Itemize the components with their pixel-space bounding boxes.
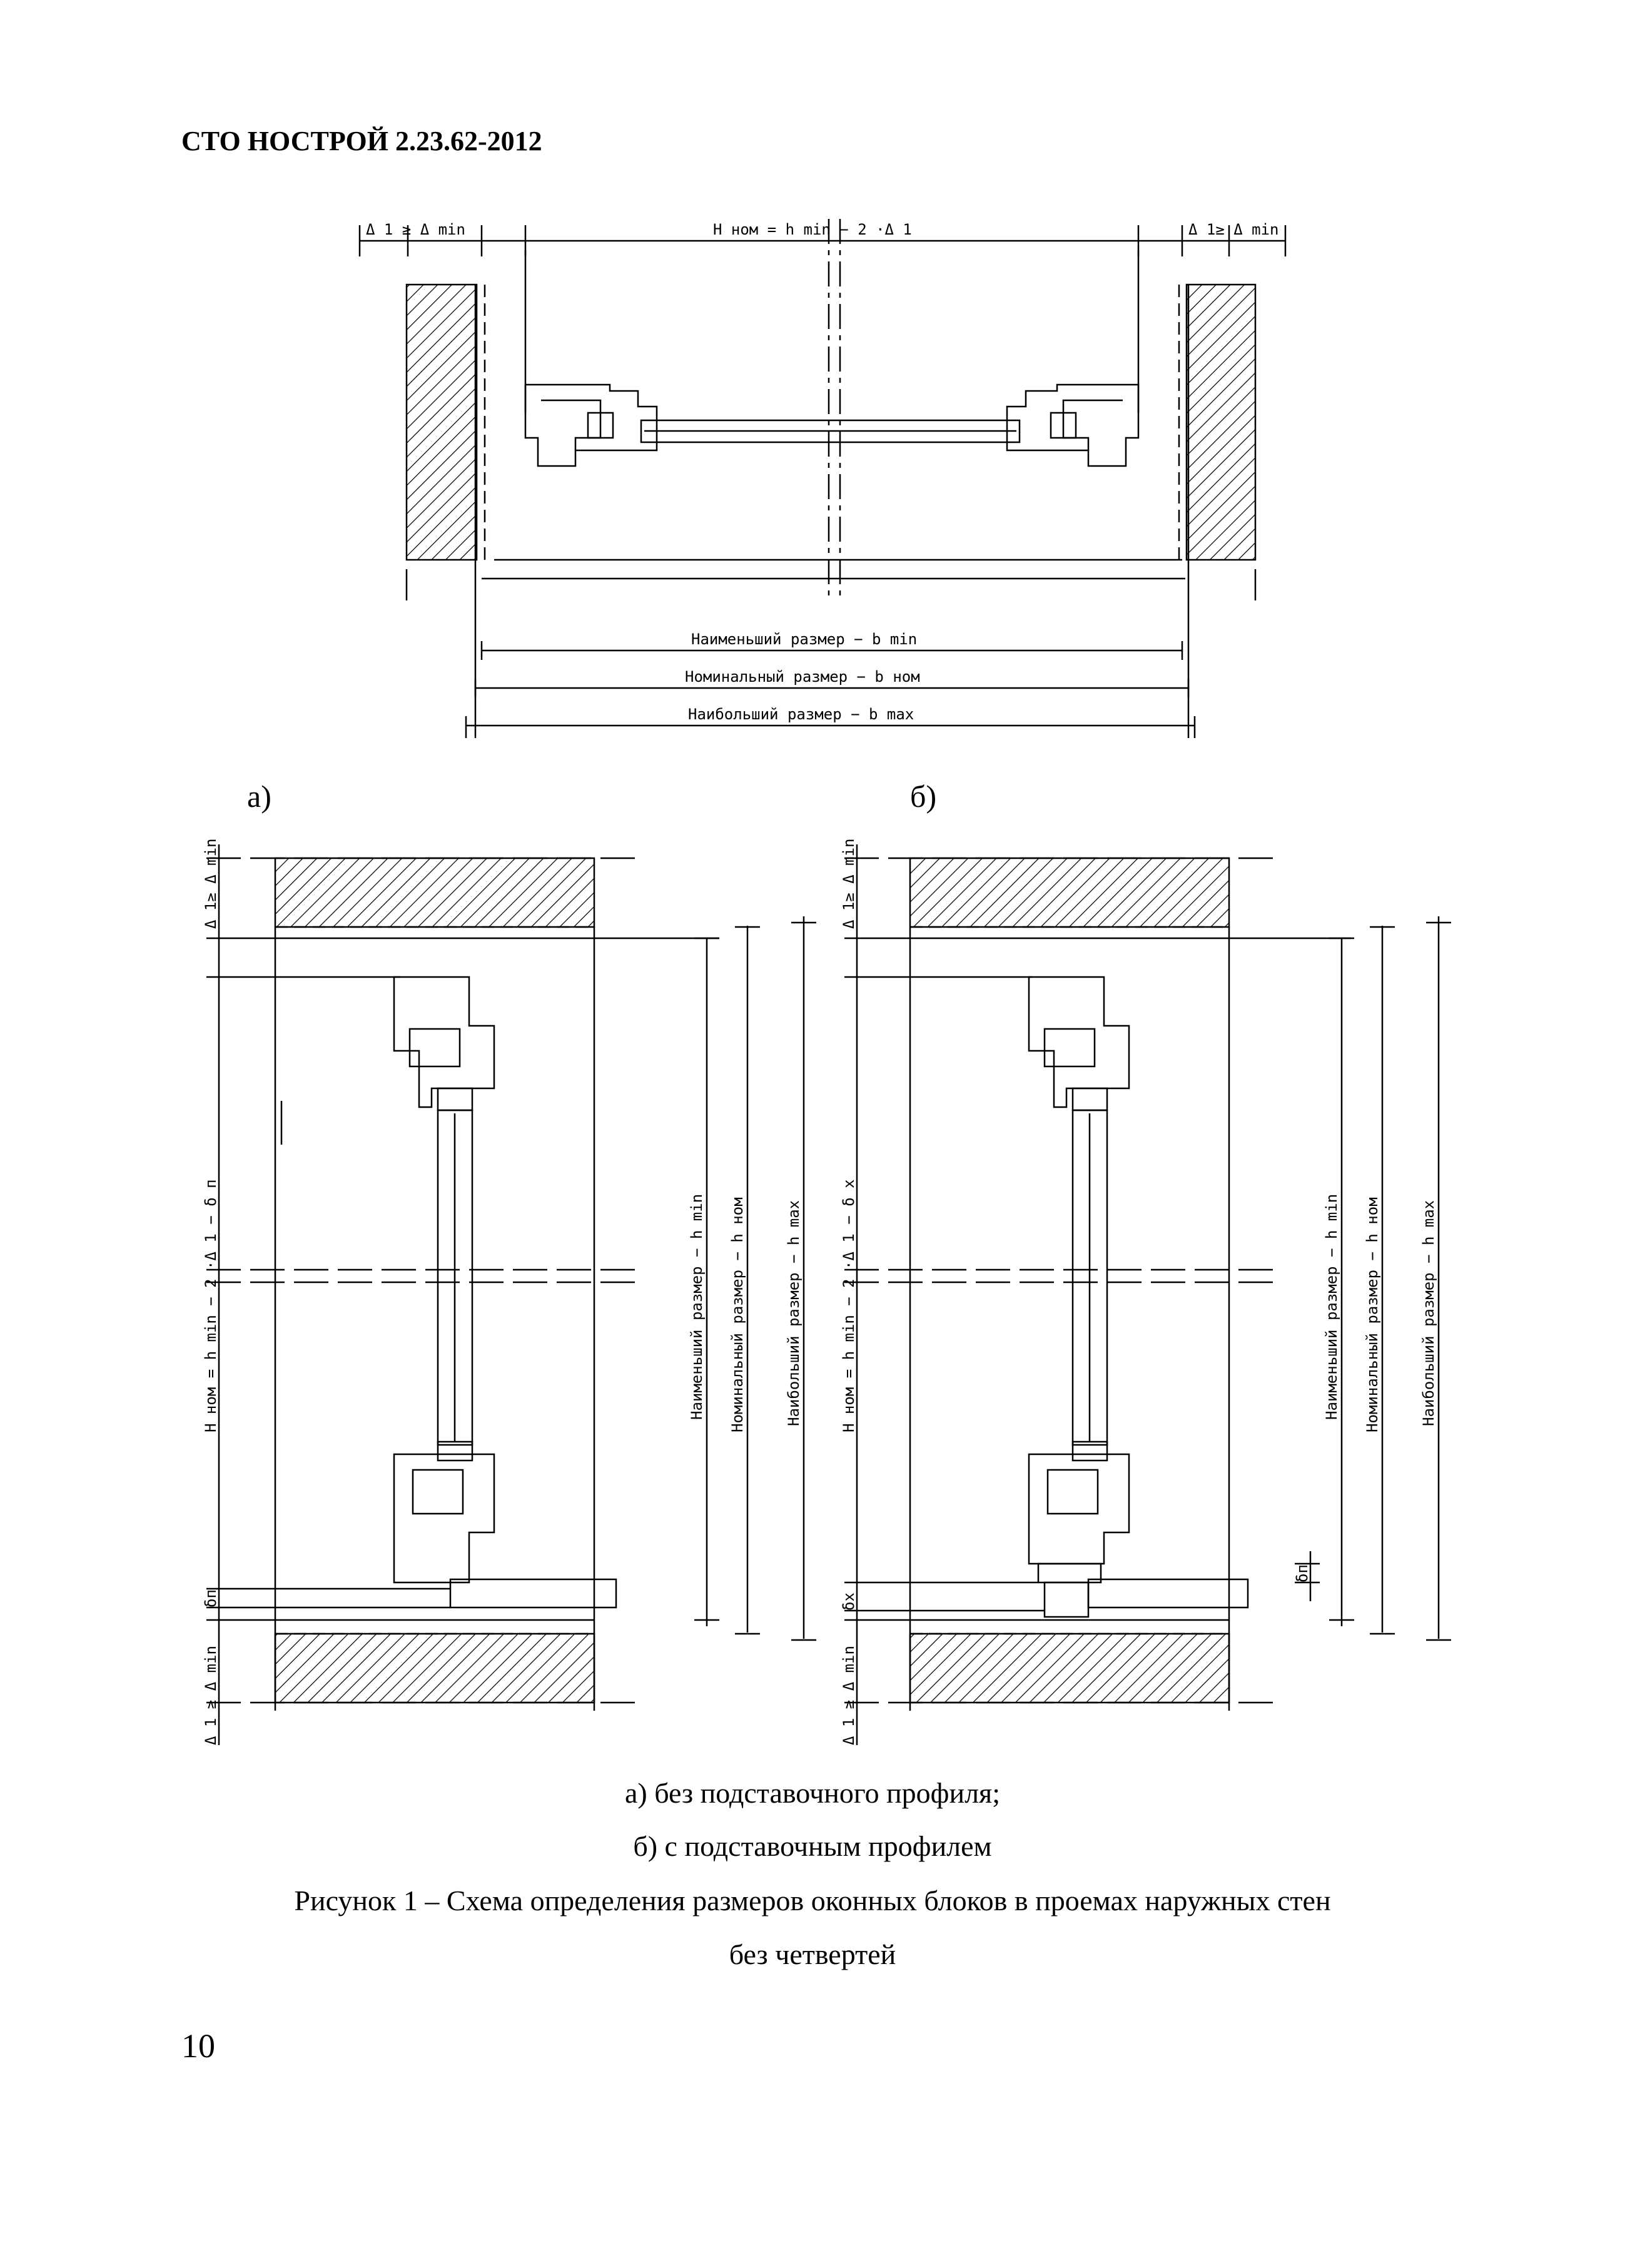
figure-caption: Рисунок 1 – Схема определения размеров о… (294, 1885, 1331, 1916)
panel-b-height-formula: H ном = h min − 2 ·Δ 1 − δ x (840, 1179, 858, 1432)
panel-a-delta-sill: δп (202, 1589, 220, 1607)
document-code: СТО НОСТРОЙ 2.23.62-2012 (181, 126, 542, 156)
panel-b-bottom-delta: Δ 1 ≥ Δ min (840, 1646, 858, 1745)
plan-dim-min: Наименьший размер − b min (691, 630, 917, 648)
panel-b-top-delta: Δ 1≥ Δ min (840, 839, 858, 929)
panel-a-height-formula: H ном = h min − 2 ·Δ 1 − δ п (202, 1179, 220, 1432)
plan-view (358, 219, 1287, 738)
panel-b-label: б) (910, 779, 936, 814)
panel-a-dim-min: Наименьший размер − h min (688, 1194, 706, 1420)
plan-dim-center: H ном = h min − 2 ·Δ 1 (713, 221, 912, 238)
page-number: 10 (181, 2027, 215, 2065)
plan-dim-left: Δ 1 ≥ Δ min (366, 221, 465, 238)
plan-dim-nom: Номинальный размер − b ном (685, 668, 920, 686)
plan-dim-max: Наибольший размер − b max (688, 706, 914, 723)
caption-line-1: а) без подставочного профиля; (625, 1777, 1000, 1809)
panel-b-delta-profile: δп (1293, 1564, 1311, 1582)
section-a (206, 844, 816, 1745)
plan-dim-right: Δ 1≥ Δ min (1188, 221, 1279, 238)
figure-caption-continued: без четвертей (729, 1938, 896, 1970)
panel-a-label: а) (247, 779, 271, 814)
panel-b-dim-max: Наибольший размер − h max (1420, 1200, 1437, 1426)
panel-a-dim-max: Наибольший размер − h max (785, 1200, 802, 1426)
caption-line-2: б) с подставочным профилем (633, 1830, 992, 1862)
section-b (844, 844, 1451, 1745)
panel-b-delta-sill: δx (840, 1592, 858, 1611)
panel-a-top-delta: Δ 1≥ Δ min (202, 839, 220, 929)
panel-b-dim-min: Наименьший размер − h min (1323, 1194, 1340, 1420)
panel-a-bottom-delta: Δ 1 ≥ Δ min (202, 1646, 220, 1745)
panel-a-dim-nom: Номинальный размер − h ном (729, 1197, 746, 1432)
panel-b-dim-nom: Номинальный размер − h ном (1364, 1197, 1381, 1432)
